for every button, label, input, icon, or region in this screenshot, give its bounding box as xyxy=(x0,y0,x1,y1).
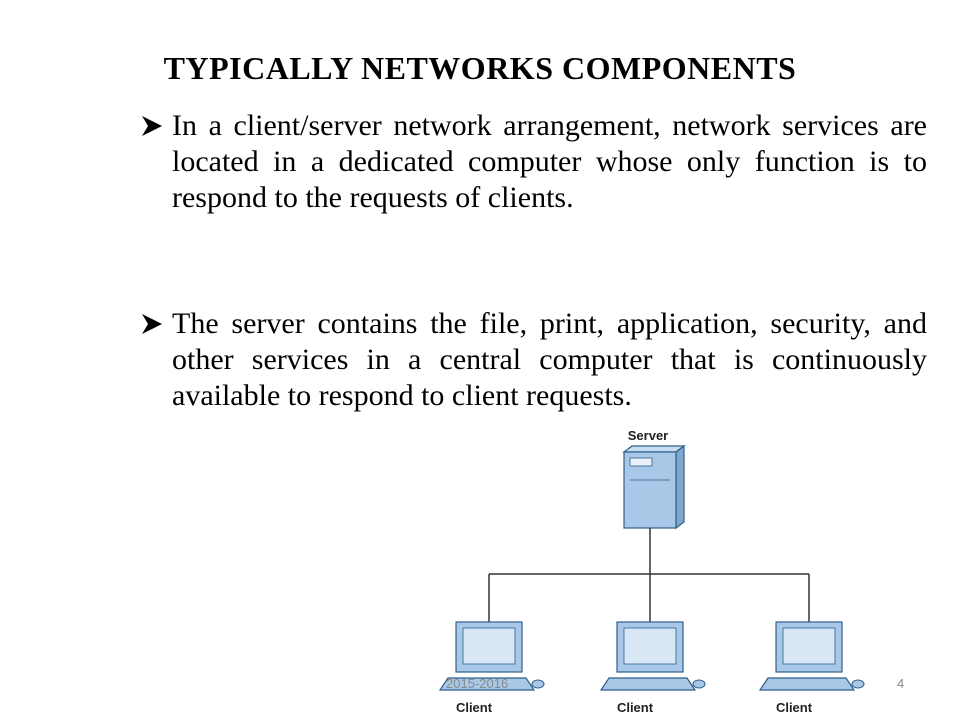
page-number: 4 xyxy=(897,676,905,691)
client-computer-icon xyxy=(758,621,865,691)
arrow-bullet-icon xyxy=(140,108,170,144)
bullet-text: In a client/server network arrangement, … xyxy=(172,109,927,214)
client-label: Client xyxy=(776,700,813,715)
arrow-bullet-icon xyxy=(140,306,170,342)
bullet-text: The server contains the file, print, app… xyxy=(172,307,927,412)
slide-title: TYPICALLY NETWORKS COMPONENTS xyxy=(163,50,797,86)
network-diagram: Server Client xyxy=(438,428,865,715)
client-computer-icon xyxy=(438,621,545,691)
bullet-item: In a client/server network arrangement, … xyxy=(140,108,927,216)
server-label: Server xyxy=(628,428,668,443)
client-label: Client xyxy=(617,700,654,715)
client-computer-icon xyxy=(599,621,706,691)
network-connections xyxy=(488,528,810,622)
footer-date: 2015-2016 xyxy=(446,676,509,691)
client-label: Client xyxy=(456,700,493,715)
server-icon xyxy=(622,444,686,530)
bullet-item: The server contains the file, print, app… xyxy=(140,306,927,414)
